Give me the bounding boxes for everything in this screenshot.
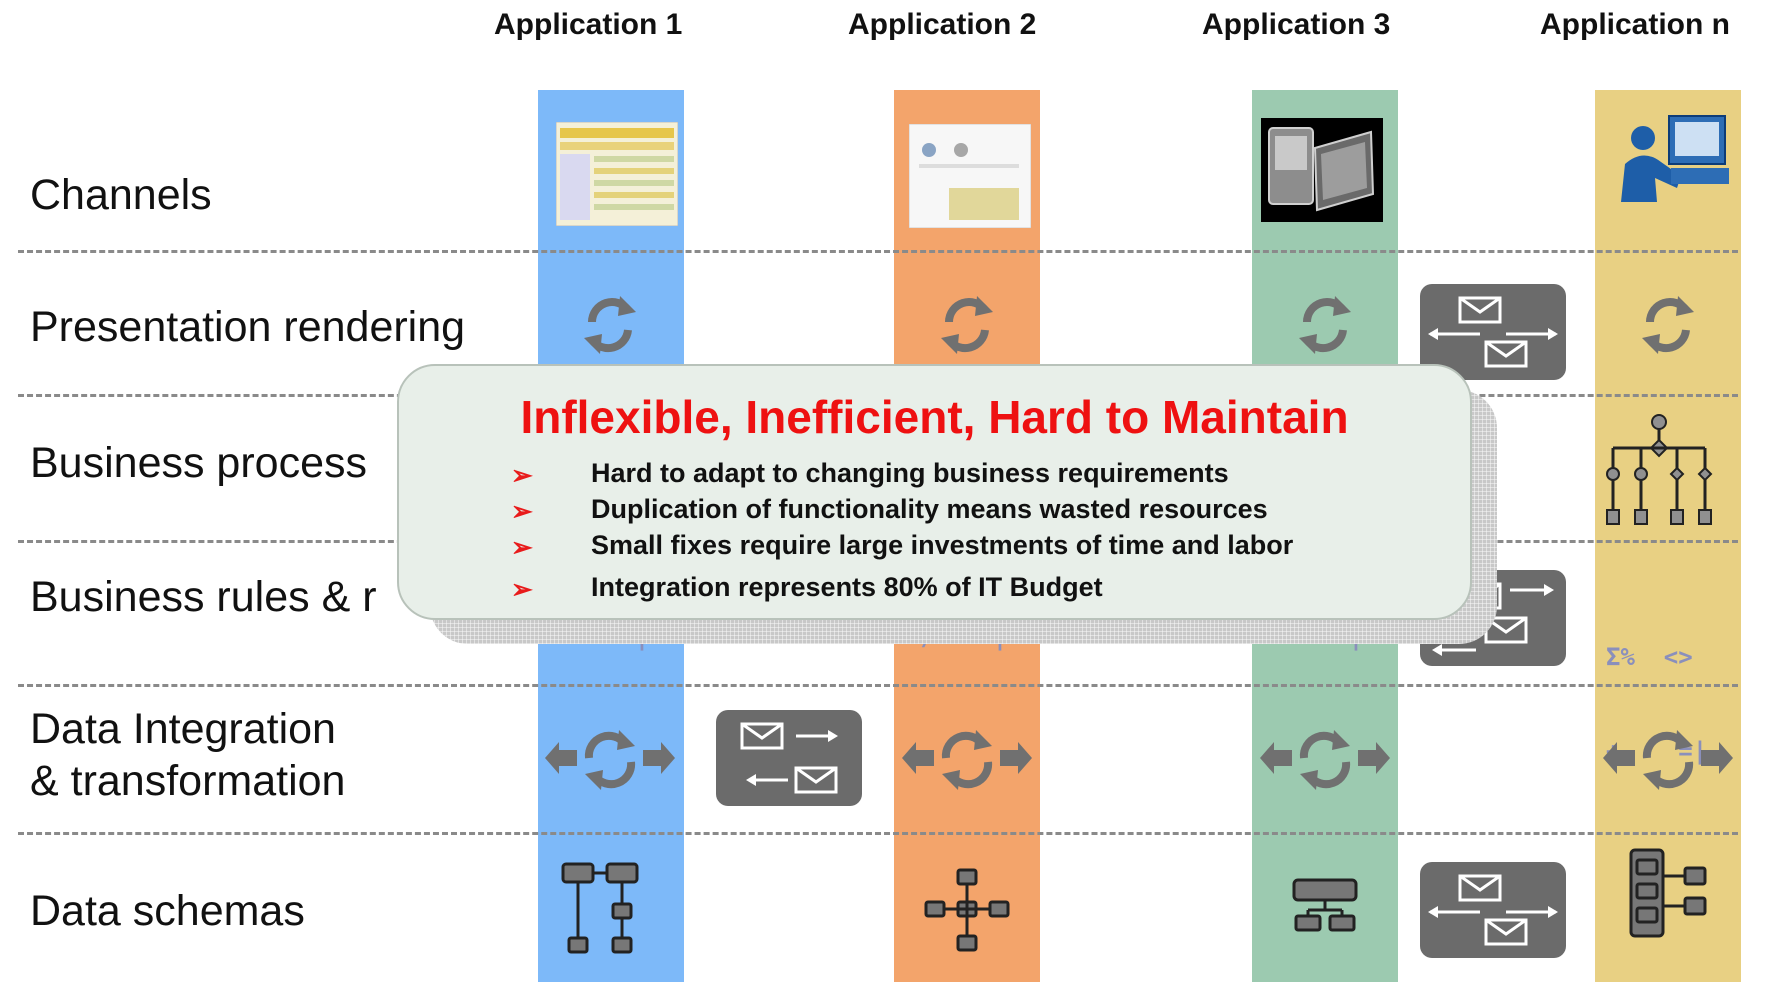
app3-header: Application 3 <box>1202 8 1391 41</box>
layer-business-process-label: Business process <box>30 439 367 487</box>
callout-bullet: ➢ Integration represents 80% of IT Budget <box>511 572 1293 608</box>
app3-schema-hierarchy-icon <box>1290 876 1360 936</box>
divider-4 <box>18 684 1738 687</box>
callout-title: Inflexible, Inefficient, Hard to Maintai… <box>520 391 1349 443</box>
app2-header: Application 2 <box>848 8 1037 41</box>
app3-devices-icon <box>1261 118 1383 222</box>
appn-schema-stack-icon <box>1623 846 1713 942</box>
appn-operators-row1: Σ% <> <box>1606 643 1693 672</box>
layer-presentation-label: Presentation rendering <box>30 303 466 351</box>
app1-screenshot-thumbnail <box>555 121 679 227</box>
appn-user-computer-icon <box>1611 104 1733 208</box>
callout-bullet-text: Duplication of functionality means waste… <box>591 494 1268 524</box>
app3-refresh-icon <box>1295 282 1355 362</box>
callout-bullet-list: ➢ Hard to adapt to changing business requ… <box>511 458 1293 608</box>
layer-data-integration-line2: & transformation <box>30 756 346 805</box>
app1-refresh-icon <box>580 282 640 362</box>
appn-workflow-icon <box>1599 412 1719 528</box>
app3-transform-icon <box>1260 718 1390 798</box>
message-exchange-icon-presentation <box>1420 284 1566 380</box>
layer-channels-label: Channels <box>30 171 212 219</box>
arrow-bullet-icon: ➢ <box>511 460 533 490</box>
arrow-bullet-icon: ➢ <box>511 496 533 526</box>
appn-refresh-icon <box>1638 282 1698 362</box>
layer-data-integration-line1: Data Integration <box>30 705 336 753</box>
appn-transform-icon <box>1603 718 1733 798</box>
callout-box: Inflexible, Inefficient, Hard to Maintai… <box>397 364 1472 620</box>
arrow-bullet-icon: ➢ <box>511 532 533 562</box>
divider-1 <box>18 250 1738 253</box>
arrow-bullet-icon: ➢ <box>511 574 533 604</box>
app1-transform-icon <box>545 718 675 798</box>
app1-header: Application 1 <box>494 8 683 41</box>
divider-5 <box>18 832 1738 835</box>
callout-bullet-text: Hard to adapt to changing business requi… <box>591 458 1229 488</box>
callout-bullet: ➢ Small fixes require large investments o… <box>511 530 1293 566</box>
app2-transform-icon <box>902 718 1032 798</box>
layer-business-rules-label: Business rules & r <box>30 573 377 621</box>
callout-bullet: ➢ Duplication of functionality means wast… <box>511 494 1293 530</box>
callout-bullet-text: Small fixes require large investments of… <box>591 530 1294 560</box>
callout-bullet-text: Integration represents 80% of IT Budget <box>591 572 1103 602</box>
app1-schema-tree-icon <box>559 860 649 956</box>
app2-refresh-icon <box>937 282 997 362</box>
layer-data-schemas-label: Data schemas <box>30 887 305 935</box>
app2-screenshot-thumbnail <box>908 123 1032 229</box>
appn-header: Application n <box>1540 8 1730 41</box>
callout-bullet: ➢ Hard to adapt to changing business requ… <box>511 458 1293 494</box>
message-exchange-icon-integration <box>716 710 862 806</box>
message-exchange-icon-schemas <box>1420 862 1566 958</box>
app2-schema-network-icon <box>922 866 1012 956</box>
layer-data-integration-label: Data Integration & transformation <box>30 704 345 807</box>
